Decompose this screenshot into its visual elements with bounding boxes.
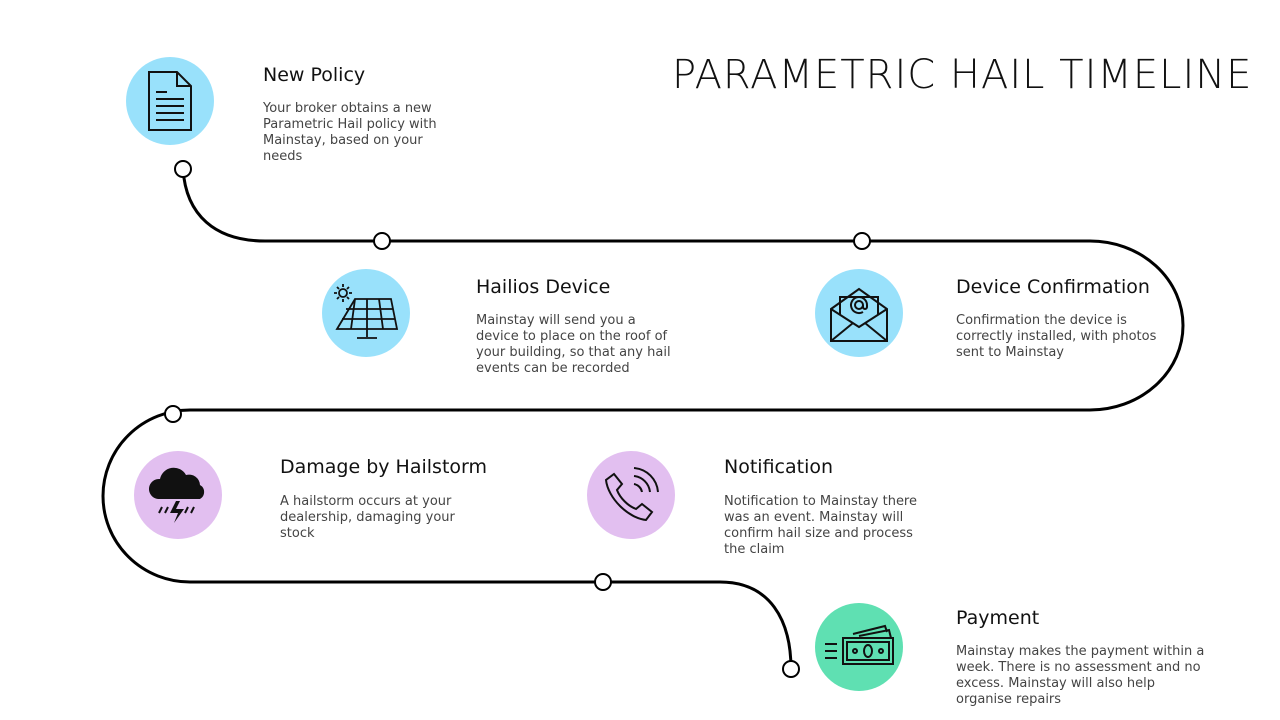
step-description: Notification to Mainstay there was an ev… xyxy=(724,494,917,557)
solar-panel-icon xyxy=(322,269,410,357)
step-title: Hailios Device xyxy=(476,276,611,298)
step-title: Payment xyxy=(956,607,1040,629)
step-description: Confirmation the device is correctly ins… xyxy=(956,313,1157,360)
storm-cloud-icon xyxy=(134,451,222,539)
step-description: Your broker obtains a new Parametric Hai… xyxy=(263,101,437,164)
timeline-node xyxy=(853,232,871,250)
step-description: Mainstay will send you a device to place… xyxy=(476,313,671,376)
phone-call-icon xyxy=(587,451,675,539)
timeline-node xyxy=(782,660,800,678)
page-title: PARAMETRIC HAIL TIMELINE xyxy=(672,52,1253,98)
timeline-node xyxy=(164,405,182,423)
timeline-node xyxy=(174,160,192,178)
step-description: A hailstorm occurs at your dealership, d… xyxy=(280,494,455,541)
document-icon xyxy=(126,57,214,145)
step-description: Mainstay makes the payment within a week… xyxy=(956,644,1205,707)
timeline-node xyxy=(373,232,391,250)
step-title: Device Confirmation xyxy=(956,276,1150,298)
money-icon xyxy=(815,603,903,691)
step-title: Notification xyxy=(724,456,834,478)
step-title: Damage by Hailstorm xyxy=(280,456,488,478)
timeline-node xyxy=(594,573,612,591)
step-title: New Policy xyxy=(263,64,366,86)
email-envelope-icon xyxy=(815,269,903,357)
